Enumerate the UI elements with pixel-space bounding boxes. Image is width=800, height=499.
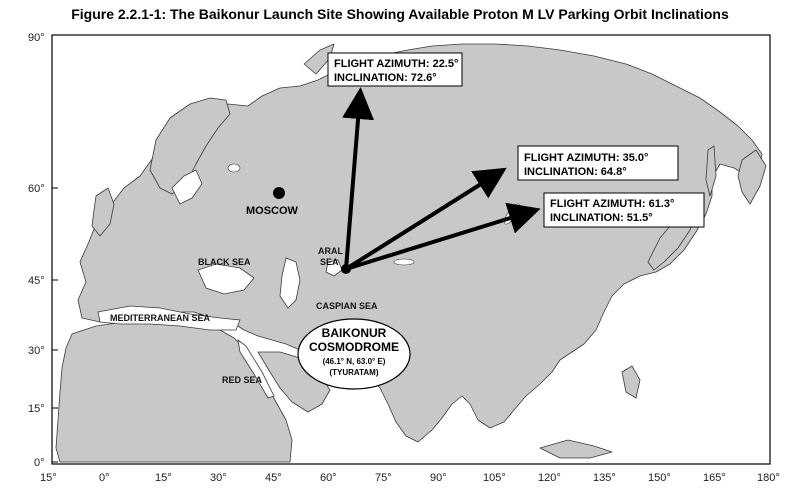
lon-tick-label: 90° [430, 472, 447, 484]
lat-tick-label: 60° [28, 183, 45, 195]
sea-aral [325, 259, 343, 277]
landmass-kamchatka [737, 149, 767, 205]
landmass-sakhalin [705, 145, 717, 197]
lat-tick-label: 90° [28, 32, 45, 44]
aral-sea-label-line1: ARAL [318, 246, 343, 256]
black-sea-label: BLACK SEA [198, 257, 251, 267]
callout-inclination-text: INCLINATION: 64.8° [524, 166, 627, 178]
moscow-label: MOSCOW [246, 205, 299, 217]
callout-az-61-3: FLIGHT AZIMUTH: 61.3° INCLINATION: 51.5° [543, 192, 705, 228]
callout-az-35-0: FLIGHT AZIMUTH: 35.0° INCLINATION: 64.8° [517, 145, 679, 181]
trajectory-arrows [342, 87, 541, 271]
lon-tick-label: 105° [483, 472, 506, 484]
callout-inclination-text: INCLINATION: 51.5° [550, 212, 653, 224]
callout-az-22-5: FLIGHT AZIMUTH: 22.5° INCLINATION: 72.6° [327, 52, 463, 87]
baikonur-marker [341, 264, 351, 274]
geo-labels: MOSCOW BLACK SEA ARAL SEA CASPIAN SEA ME… [110, 187, 378, 385]
lake-ladoga [227, 163, 241, 173]
lat-tick-label: 0° [34, 457, 45, 469]
sea-baltic [171, 169, 203, 205]
lon-tick-label: 45° [265, 472, 282, 484]
callout-azimuth-text: FLIGHT AZIMUTH: 35.0° [524, 152, 648, 164]
callout-azimuth-text: FLIGHT AZIMUTH: 61.3° [550, 198, 674, 210]
aral-sea-label-line2: SEA [320, 257, 339, 267]
red-sea-label: RED SEA [222, 375, 263, 385]
land-masses [55, 43, 767, 463]
sea-caspian [279, 257, 301, 309]
baikonur-title: BAIKONUR [322, 326, 387, 340]
baikonur-subtitle: COSMODROME [309, 340, 399, 354]
lon-tick-label: 15° [40, 472, 57, 484]
baikonur-callout: BAIKONUR COSMODROME (46.1° N, 63.0° E) (… [297, 318, 411, 390]
lon-tick-label: 75° [375, 472, 392, 484]
landmass-arabia [257, 351, 331, 413]
baikonur-coords: (46.1° N, 63.0° E) [323, 357, 386, 366]
callout-azimuth-text: FLIGHT AZIMUTH: 22.5° [334, 58, 458, 70]
lat-tick-label: 30° [28, 345, 45, 357]
lon-axis: 15° 0° 15° 30° 45° 60° 75° 90° 105° 120°… [40, 472, 780, 484]
moscow-marker [273, 187, 285, 199]
mediterranean-sea-label: MEDITERRANEAN SEA [110, 313, 211, 323]
lat-axis: 90° 60° 45° 30° 15° 0° [28, 32, 58, 469]
figure-title: Figure 2.2.1-1: The Baikonur Launch Site… [71, 6, 729, 22]
lon-tick-label: 30° [210, 472, 227, 484]
lon-tick-label: 120° [538, 472, 561, 484]
lon-tick-label: 180° [757, 472, 780, 484]
caspian-sea-label: CASPIAN SEA [316, 301, 378, 311]
lat-tick-label: 15° [28, 403, 45, 415]
lon-tick-label: 165° [703, 472, 726, 484]
lon-tick-label: 135° [593, 472, 616, 484]
landmass-philippines [621, 365, 641, 399]
landmass-novaya-zemlya [303, 43, 335, 75]
sea-red [237, 339, 275, 399]
lon-tick-label: 15° [155, 472, 172, 484]
trajectory-arrow-az-22-5 [342, 87, 375, 270]
lon-tick-label: 150° [648, 472, 671, 484]
lon-tick-label: 0° [99, 472, 110, 484]
sea-mediterranean [97, 305, 241, 331]
lat-tick-label: 45° [28, 275, 45, 287]
landmass-british-isles [91, 187, 115, 237]
sea-black [197, 263, 255, 295]
baikonur-alt-name: (TYURATAM) [329, 368, 378, 377]
callout-inclination-text: INCLINATION: 72.6° [334, 72, 437, 84]
trajectory-arrow-az-61-3 [345, 202, 541, 271]
lake-balkhash [393, 258, 415, 266]
landmass-indonesia [539, 439, 613, 459]
lon-tick-label: 60° [320, 472, 337, 484]
trajectory-arrow-az-35-0 [344, 167, 507, 271]
